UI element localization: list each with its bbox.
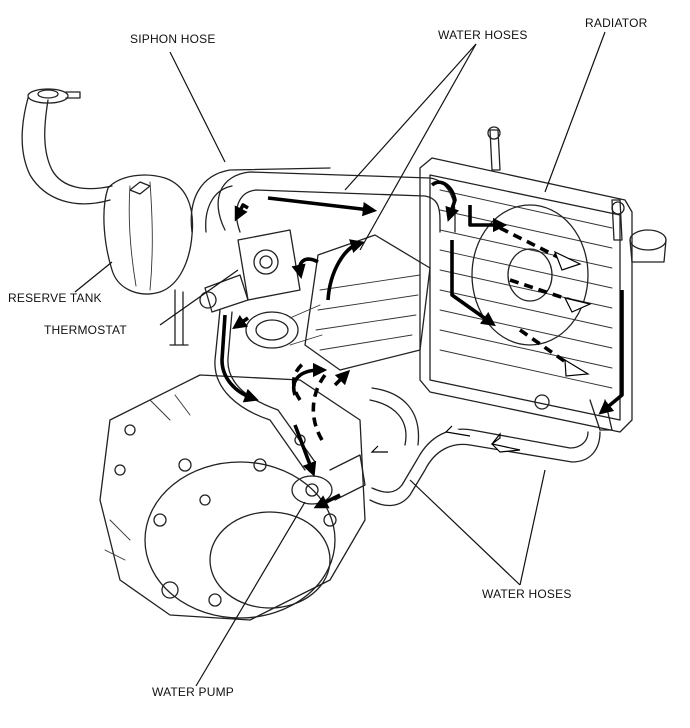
thermostat-illustration xyxy=(199,229,323,349)
label-water-pump: WATER PUMP xyxy=(152,685,234,699)
coolant-flow-arrows xyxy=(220,180,624,509)
engine-illustration xyxy=(99,234,431,621)
label-siphon-hose: SIPHON HOSE xyxy=(130,32,216,46)
label-water-hoses-bottom: WATER HOSES xyxy=(482,587,572,601)
callout-labels: SIPHON HOSE WATER HOSES RADIATOR RESERVE… xyxy=(8,16,648,699)
radiator-illustration xyxy=(419,126,667,433)
water-pump-illustration xyxy=(291,454,366,505)
water-hoses xyxy=(190,167,601,507)
label-thermostat: THERMOSTAT xyxy=(44,323,127,337)
label-water-hoses-top: WATER HOSES xyxy=(438,28,528,42)
label-radiator: RADIATOR xyxy=(585,16,648,30)
label-reserve-tank: RESERVE TANK xyxy=(8,291,102,305)
leader-lines xyxy=(74,31,606,687)
reserve-tank-illustration xyxy=(21,88,194,346)
